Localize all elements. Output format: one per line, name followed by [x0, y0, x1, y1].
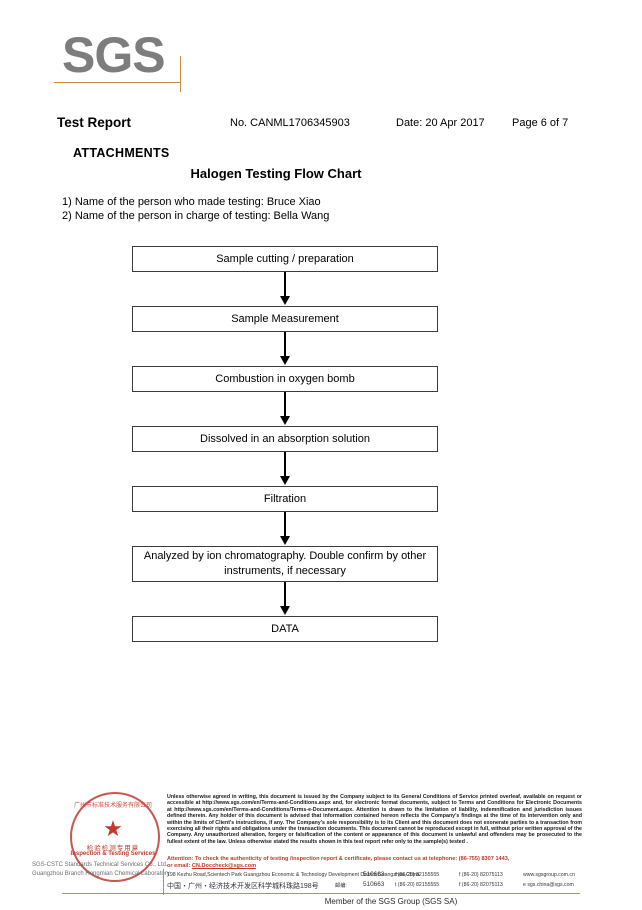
- flow-step-4: Dissolved in an absorption solution: [132, 426, 438, 452]
- address-fax-cn: f (86-20) 82075113: [459, 882, 503, 888]
- flow-step-2: Sample Measurement: [132, 306, 438, 332]
- arrow-head-icon: [280, 296, 290, 305]
- address-fax-en: f (86-20) 82075113: [459, 872, 503, 878]
- logo-vertical-tick: [180, 56, 181, 92]
- flow-arrow-1: [132, 272, 438, 306]
- page-number: Page 6 of 7: [512, 117, 569, 129]
- seal-english-text: Inspection & Testing Services: [70, 851, 156, 857]
- seal-chinese-text: 检验检测专用章: [86, 845, 140, 852]
- sgs-logo-text: SGS: [62, 27, 166, 83]
- report-date: Date: 20 Apr 2017: [396, 117, 485, 129]
- seal-arc-text: 广州市标准技术服务有限公司: [73, 803, 152, 809]
- legal-disclaimer-text: Unless otherwise agreed in writing, this…: [167, 794, 582, 845]
- address-street-cn: 中国・广州・经济技术开发区科学城科珠路198号: [167, 883, 319, 890]
- arrow-head-icon: [280, 356, 290, 365]
- address-email-cn[interactable]: e sgs.china@sgs.com: [523, 882, 574, 888]
- address-row-chinese: 中国・广州・经济技术开发区科学城科珠路198号 邮编: 510663 t (86…: [167, 881, 587, 891]
- arrow-line: [284, 392, 286, 418]
- attention-line-1: Attention: To check the authenticity of …: [167, 856, 510, 862]
- arrow-head-icon: [280, 606, 290, 615]
- flow-step-6: Analyzed by ion chromatography. Double c…: [132, 546, 438, 582]
- flow-step-5: Filtration: [132, 486, 438, 512]
- report-number: No. CANML1706345903: [230, 117, 350, 129]
- address-zip-cn: 510663: [363, 881, 385, 888]
- attention-email-prefix: or email:: [167, 863, 192, 869]
- address-street-en: 198 Kezhu Road,Scientech Park Guangzhou …: [167, 872, 420, 878]
- attention-notice: Attention: To check the authenticity of …: [167, 856, 582, 870]
- address-website[interactable]: www.sgsgroup.com.cn: [523, 872, 575, 878]
- arrow-line: [284, 272, 286, 298]
- company-name-line: SGS-CSTC Standards Technical Services Co…: [32, 862, 168, 868]
- sgs-logo: SGS: [54, 30, 482, 94]
- company-seal-stamp: 广州市标准技术服务有限公司 ★ 检验检测专用章 Inspection & Tes…: [60, 790, 166, 886]
- company-branch-line: Guangzhou Branch Hongmian Chemical Labor…: [32, 871, 170, 877]
- arrow-line: [284, 452, 286, 478]
- seal-circle-outline: [70, 792, 160, 882]
- footer-vertical-divider: [163, 869, 164, 895]
- flow-arrow-3: [132, 392, 438, 426]
- arrow-line: [284, 332, 286, 358]
- flow-step-7: DATA: [132, 616, 438, 642]
- halogen-testing-flow-chart: Sample cutting / preparation Sample Meas…: [132, 246, 438, 642]
- arrow-line: [284, 582, 286, 608]
- flow-step-3: Combustion in oxygen bomb: [132, 366, 438, 392]
- address-tel-cn: t (86-20) 82155555: [395, 882, 440, 888]
- flow-arrow-4: [132, 452, 438, 486]
- address-tel-en: t (86-20) 82155555: [395, 872, 440, 878]
- address-zip-label-cn: 邮编:: [335, 883, 347, 889]
- arrow-head-icon: [280, 536, 290, 545]
- testing-personnel-notes: 1) Name of the person who made testing: …: [62, 195, 329, 223]
- footer-horizontal-rule: [62, 893, 580, 894]
- address-row-english: 198 Kezhu Road,Scientech Park Guangzhou …: [167, 871, 587, 881]
- flow-arrow-6: [132, 582, 438, 616]
- star-icon: ★: [103, 816, 123, 841]
- arrow-head-icon: [280, 416, 290, 425]
- flow-arrow-5: [132, 512, 438, 546]
- report-header: Test Report No. CANML1706345903 Date: 20…: [0, 115, 642, 135]
- sgs-group-member-line: Member of the SGS Group (SGS SA): [324, 897, 458, 906]
- doccheck-email-link[interactable]: CN.Doccheck@sgs.com: [191, 863, 257, 869]
- arrow-line: [284, 512, 286, 538]
- section-heading-attachments: ATTACHMENTS: [73, 146, 170, 160]
- arrow-head-icon: [280, 476, 290, 485]
- flow-chart-title: Halogen Testing Flow Chart: [190, 166, 362, 181]
- footer-address-block: 198 Kezhu Road,Scientech Park Guangzhou …: [167, 871, 587, 891]
- logo-horizontal-rule: [54, 82, 180, 83]
- flow-arrow-2: [132, 332, 438, 366]
- address-zip-en: 510663: [363, 871, 385, 878]
- page-footer: 广州市标准技术服务有限公司 ★ 检验检测专用章 Inspection & Tes…: [0, 786, 642, 910]
- note-tester: 1) Name of the person who made testing: …: [62, 196, 321, 208]
- note-supervisor: 2) Name of the person in charge of testi…: [62, 210, 330, 222]
- page-title: Test Report: [57, 115, 132, 130]
- flow-step-1: Sample cutting / preparation: [132, 246, 438, 272]
